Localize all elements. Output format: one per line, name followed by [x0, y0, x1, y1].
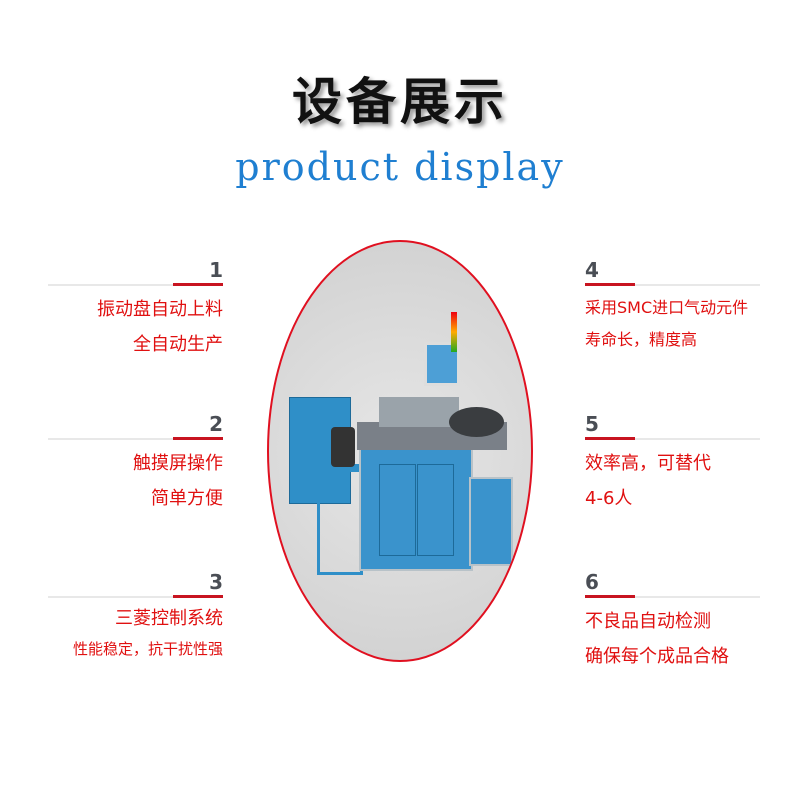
feature-1: 1 振动盘自动上料全自动生产	[48, 258, 223, 362]
feature-text: 确保每个成品合格	[585, 646, 729, 667]
feature-text: 振动盘自动上料	[97, 299, 223, 320]
feature-text: 触摸屏操作	[133, 453, 223, 474]
feature-text: 效率高，可替代	[585, 453, 711, 474]
feature-text: 全自动生产	[133, 334, 223, 355]
feature-text: 采用SMC进口气动元件	[585, 298, 749, 317]
feature-4: 4 采用SMC进口气动元件寿命长，精度高	[585, 258, 760, 356]
feature-3: 3 三菱控制系统性能稳定，抗干扰性强	[48, 570, 223, 664]
feature-text: 寿命长，精度高	[585, 330, 698, 349]
feature-number: 6	[585, 570, 599, 594]
page-subtitle: product display	[235, 145, 565, 189]
divider	[585, 283, 760, 286]
feature-text: 4-6人	[585, 488, 633, 509]
divider	[48, 437, 223, 440]
feature-text: 三菱控制系统	[115, 608, 223, 629]
divider	[48, 283, 223, 286]
feature-text: 简单方便	[151, 488, 223, 509]
feature-6: 6 不良品自动检测确保每个成品合格	[585, 570, 760, 674]
divider	[585, 437, 760, 440]
feature-number: 2	[209, 412, 223, 436]
feature-number: 1	[209, 258, 223, 282]
feature-5: 5 效率高，可替代 4-6人	[585, 412, 760, 516]
divider	[48, 595, 223, 598]
page-title: 设备展示	[292, 73, 508, 131]
feature-text: 不良品自动检测	[585, 611, 711, 632]
feature-number: 5	[585, 412, 599, 436]
feature-text: 性能稳定，抗干扰性强	[72, 640, 223, 658]
product-photo-frame	[267, 240, 533, 662]
feature-2: 2 触摸屏操作简单方便	[48, 412, 223, 516]
feature-number: 3	[209, 570, 223, 594]
divider	[585, 595, 760, 598]
feature-number: 4	[585, 258, 599, 282]
